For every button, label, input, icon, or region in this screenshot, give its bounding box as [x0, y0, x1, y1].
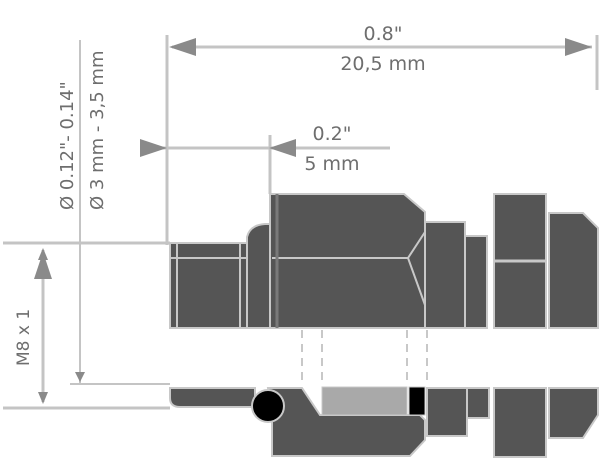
thread-label: M8 x 1	[14, 309, 34, 366]
tube-diameter-imperial: Ø 0.12"- 0.14"	[57, 81, 78, 210]
arrowheads	[38, 248, 85, 404]
tube-diameter-metric: Ø 3 mm - 3,5 mm	[87, 51, 108, 211]
o-ring	[251, 389, 285, 423]
dimension-arrows	[34, 38, 592, 279]
bore-hidden-lines	[301, 330, 428, 386]
collet	[321, 386, 408, 416]
overall-length-metric: 20,5 mm	[340, 53, 425, 75]
fitting-body-lower	[169, 387, 599, 458]
body-detail-lines	[170, 194, 546, 328]
seal-ring	[408, 386, 426, 416]
tube-bore	[170, 330, 600, 386]
insertion-depth-metric: 5 mm	[304, 153, 359, 175]
overall-length-imperial: 0.8"	[364, 23, 403, 45]
insertion-depth-imperial: 0.2"	[313, 123, 352, 145]
